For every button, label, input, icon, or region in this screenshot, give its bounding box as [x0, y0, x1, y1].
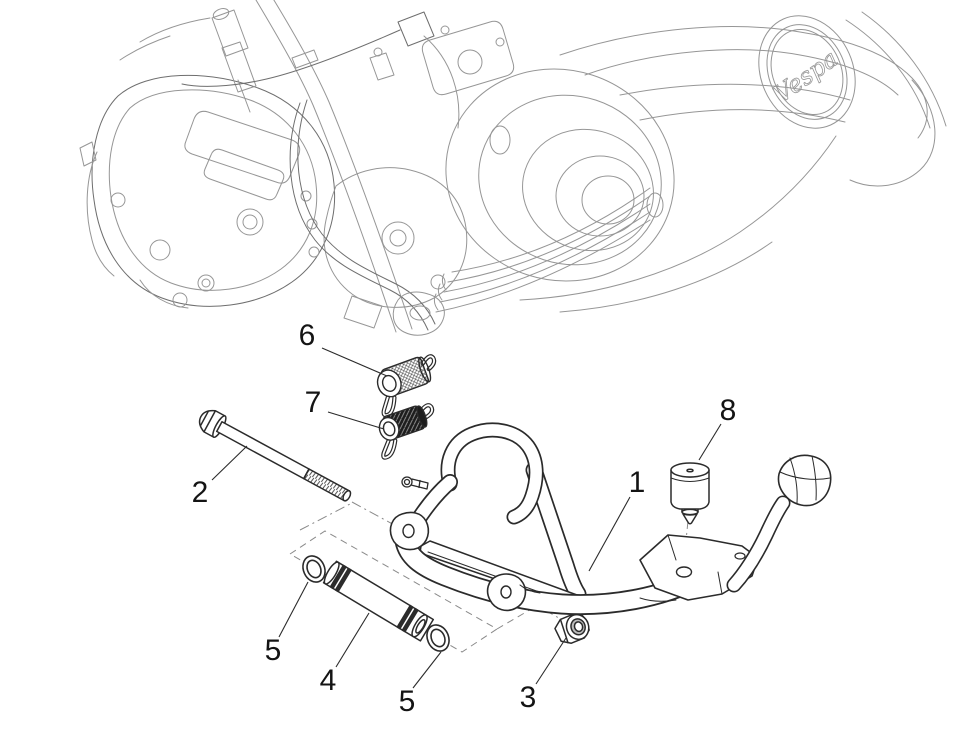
nut-axis-line	[508, 589, 567, 623]
washer-axis-line	[299, 502, 353, 531]
stand-stud	[401, 476, 429, 490]
phantom-box-extension	[496, 600, 546, 630]
part-7-stand-spring-inner	[378, 403, 435, 460]
part-3-lock-nut	[554, 613, 590, 644]
part-8-buffer	[670, 462, 710, 525]
part-4-spacer-tube	[322, 560, 435, 642]
part-6-stand-spring-outer	[376, 354, 437, 418]
leader-line-6	[321, 347, 388, 377]
part-5-washer-rear	[426, 624, 450, 652]
leader-line-7	[327, 411, 385, 430]
leader-line-8	[698, 423, 722, 461]
leader-line-5	[278, 581, 309, 638]
part-5-washer-front	[302, 555, 326, 583]
vespa-logo-text: Vespa	[769, 44, 843, 108]
leader-line-2	[211, 445, 248, 481]
part-1-center-stand	[389, 422, 832, 616]
callout-leaders	[211, 347, 722, 689]
phantom-box	[289, 530, 498, 653]
leader-line-1	[588, 496, 631, 572]
leader-line-3	[535, 637, 567, 685]
leader-line-5	[412, 651, 442, 689]
part-2-pivot-bolt	[198, 409, 352, 502]
engine-illustration: Vespa	[79, 0, 947, 336]
leader-line-4	[335, 612, 370, 668]
vespa-badge: Vespa	[758, 15, 856, 129]
